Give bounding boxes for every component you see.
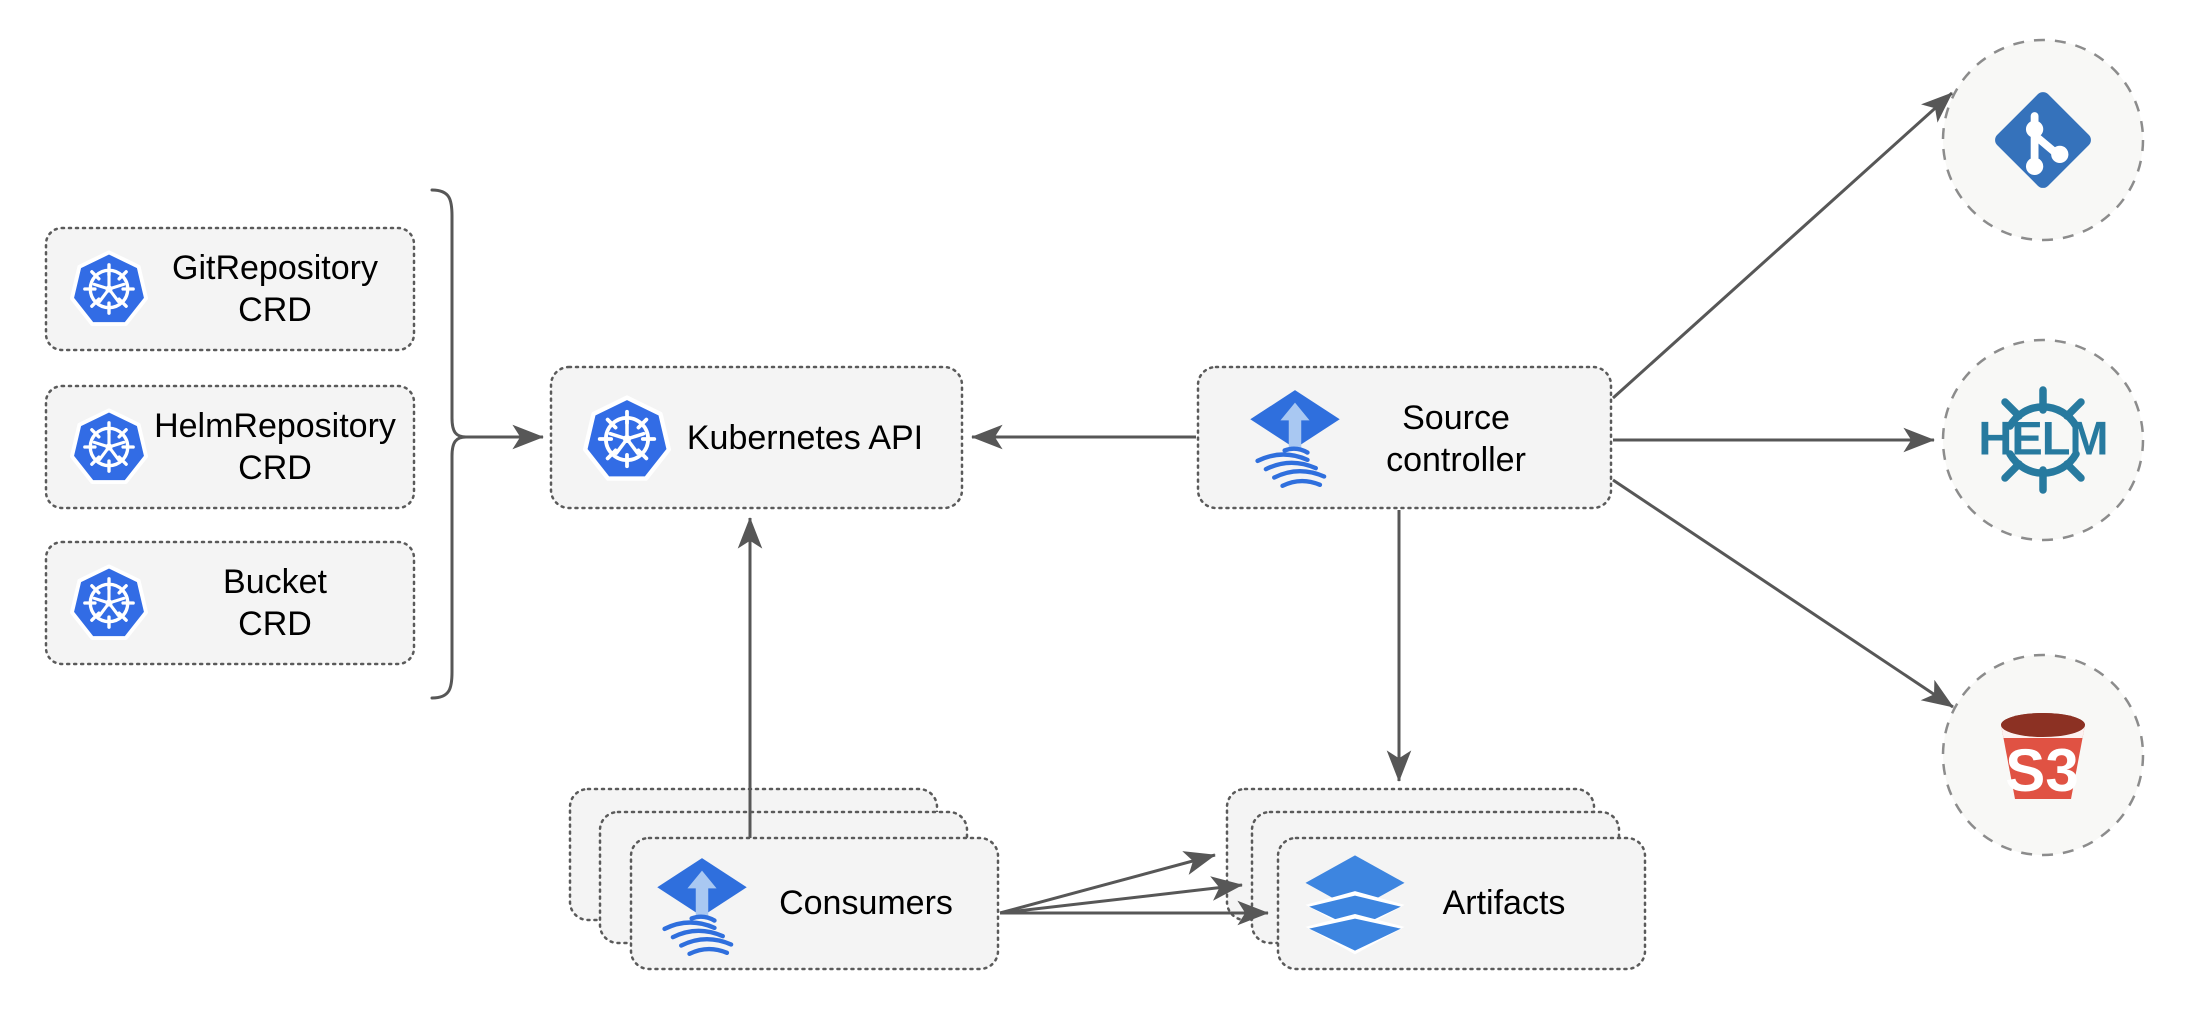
gitrepository-crd-box[interactable] [44,226,416,352]
helm-label: HELM [1978,411,2107,464]
helmrepository-crd-label-line2: CRD [238,449,312,487]
kubernetes-api-label: Kubernetes API [687,419,923,457]
crd-group: GitRepository CRD HelmRepository CRD Buc… [44,188,468,700]
crd-item-bucket[interactable]: Bucket CRD [44,540,416,666]
artifacts-label: Artifacts [1443,884,1566,922]
source-controller-label-line2: controller [1386,441,1526,479]
bucket-crd-box[interactable] [44,540,416,666]
bucket-crd-label-line2: CRD [238,605,312,643]
kubernetes-api-node[interactable]: Kubernetes API [549,365,964,510]
helmrepository-crd-label-line1: HelmRepository [154,407,396,445]
kubernetes-icon [70,250,148,327]
s3-label: S3 [2005,737,2078,804]
source-controller-node[interactable]: Source controller [1196,365,1613,510]
bucket-crd-label-line1: Bucket [223,563,327,601]
git-source-node[interactable] [1941,38,2145,242]
source-controller-box[interactable] [1196,365,1613,510]
kubernetes-icon [585,398,669,479]
consumers-label: Consumers [779,884,953,922]
crd-item-helmrepository[interactable]: HelmRepository CRD [44,384,416,510]
edges-layer [466,91,1954,926]
kubernetes-api-box[interactable] [549,365,964,510]
crd-group-bracket [430,188,468,700]
edge-consumers-to-artifacts-middle [999,876,1243,915]
edge-source-controller-to-git [1611,91,1954,400]
consumers-node[interactable]: Consumers [568,787,1000,971]
source-controller-label-line1: Source [1402,399,1510,437]
kubernetes-icon [70,564,148,641]
artifacts-node[interactable]: Artifacts [1225,787,1647,971]
gitrepository-crd-label-line1: GitRepository [172,249,378,287]
crd-item-gitrepository[interactable]: GitRepository CRD [44,226,416,352]
helm-source-node[interactable]: HELM [1941,338,2145,542]
helm-source-circle[interactable] [1941,338,2145,542]
kubernetes-icon [70,408,148,485]
edge-consumers-to-artifacts-back [999,851,1216,915]
gitrepository-crd-label-line2: CRD [238,291,312,329]
edge-source-controller-to-s3 [1612,478,1954,709]
s3-source-node[interactable]: S3 [1941,653,2145,857]
helmrepository-crd-box[interactable] [44,384,416,510]
